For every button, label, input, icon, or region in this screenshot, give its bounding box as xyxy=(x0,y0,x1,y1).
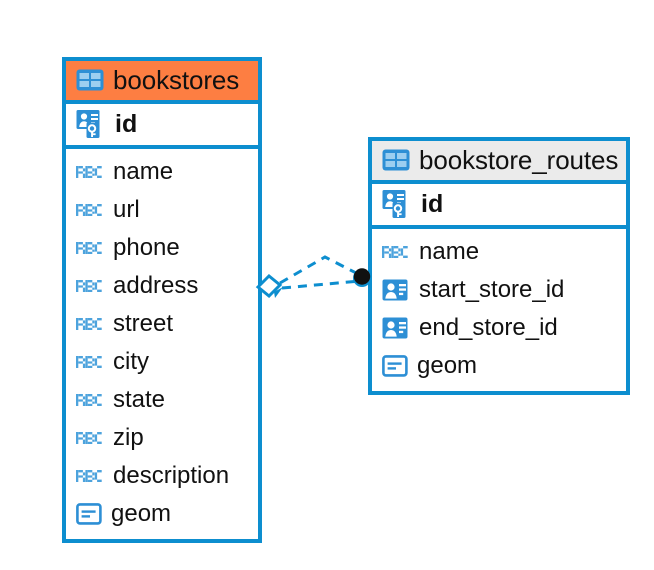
entity-header-bookstore-routes[interactable]: bookstore_routes xyxy=(372,141,626,185)
field-label-geom: geom xyxy=(417,352,478,380)
field-row-geom[interactable]: geom xyxy=(76,495,248,533)
primary-key-icon xyxy=(76,110,100,139)
entity-bookstores[interactable]: bookstores id xyxy=(62,57,262,544)
field-label-start-store-id: start_store_id xyxy=(419,276,565,304)
text-abc-icon xyxy=(76,356,102,369)
geometry-icon xyxy=(382,355,408,377)
field-label-id: id xyxy=(421,189,444,218)
field-row-phone[interactable]: phone xyxy=(76,229,248,267)
text-abc-icon xyxy=(76,318,102,331)
field-label-address: address xyxy=(113,272,199,300)
field-row-url[interactable]: url xyxy=(76,191,248,229)
primary-key-icon xyxy=(382,190,406,219)
field-row-city[interactable]: city xyxy=(76,343,248,381)
field-list-bookstores: name url xyxy=(66,149,258,539)
field-label-url: url xyxy=(113,196,140,224)
field-row-end-store-id[interactable]: end_store_id xyxy=(382,309,616,347)
entity-title-bookstore-routes: bookstore_routes xyxy=(419,145,619,175)
field-label-city: city xyxy=(113,348,149,376)
field-row-state[interactable]: state xyxy=(76,381,248,419)
text-abc-icon xyxy=(76,432,102,445)
field-label-zip: zip xyxy=(113,424,144,452)
text-abc-icon xyxy=(76,242,102,255)
field-row-geom[interactable]: geom xyxy=(382,347,616,385)
field-label-geom: geom xyxy=(111,500,172,528)
field-row-start-store-id[interactable]: start_store_id xyxy=(382,271,616,309)
field-row-street[interactable]: street xyxy=(76,305,248,343)
field-row-address[interactable]: address xyxy=(76,267,248,305)
foreign-key-icon xyxy=(382,317,408,339)
field-row-primary-key[interactable]: id xyxy=(66,104,258,150)
geometry-icon xyxy=(76,503,102,525)
table-icon xyxy=(382,149,410,171)
relationship-line-lower xyxy=(281,279,361,290)
field-row-name[interactable]: name xyxy=(76,153,248,191)
text-abc-icon xyxy=(76,470,102,483)
field-list-bookstore-routes: name start_store_id xyxy=(372,229,626,391)
field-row-name[interactable]: name xyxy=(382,233,616,271)
entity-bookstore-routes[interactable]: bookstore_routes id xyxy=(368,137,630,396)
text-abc-icon xyxy=(76,204,102,217)
foreign-key-icon xyxy=(382,279,408,301)
text-abc-icon xyxy=(76,280,102,293)
entity-header-bookstores[interactable]: bookstores xyxy=(66,61,258,105)
text-abc-icon xyxy=(382,246,408,259)
field-label-street: street xyxy=(113,310,174,338)
text-abc-icon xyxy=(76,394,102,407)
field-label-name: name xyxy=(419,238,480,266)
field-row-description[interactable]: description xyxy=(76,457,248,495)
field-label-phone: phone xyxy=(113,234,180,262)
field-label-id: id xyxy=(115,109,138,138)
field-label-state: state xyxy=(113,386,166,414)
field-label-description: description xyxy=(113,462,230,490)
table-icon xyxy=(76,69,104,91)
relationship-line-upper xyxy=(279,255,363,285)
field-label-end-store-id: end_store_id xyxy=(419,314,558,342)
field-row-zip[interactable]: zip xyxy=(76,419,248,457)
entity-title-bookstores: bookstores xyxy=(113,65,240,95)
text-abc-icon xyxy=(76,166,102,179)
field-row-primary-key[interactable]: id xyxy=(372,184,626,230)
field-label-name: name xyxy=(113,158,174,186)
